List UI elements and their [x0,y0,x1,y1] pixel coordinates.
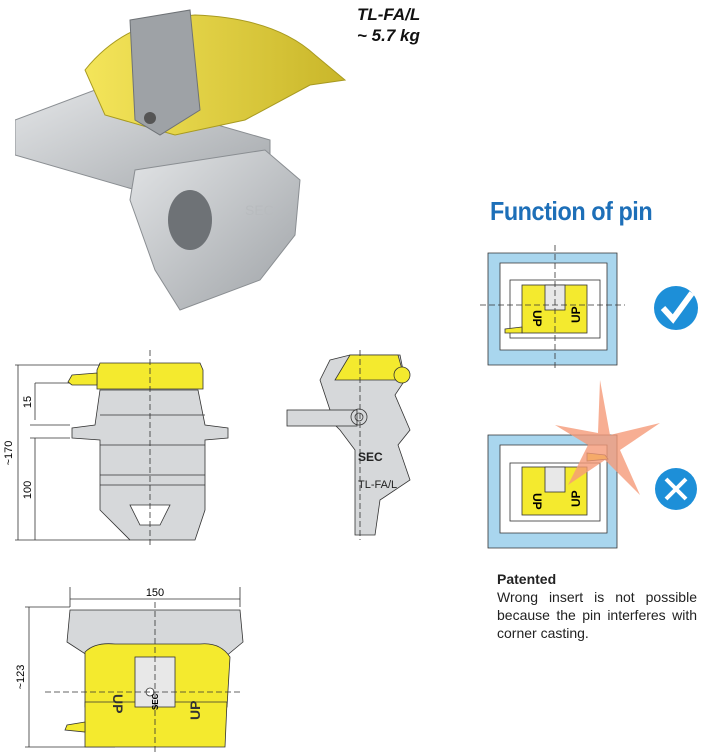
side-view-drawing: SEC TL-FA/L [286,350,411,540]
note-heading: Patented [497,571,557,587]
sec-logo-small: SEC [151,693,160,710]
sec-logo: SEC [358,450,383,464]
product-weight: ~ 5.7 kg [357,26,420,45]
correct-insert-diagram [480,245,625,370]
function-title: Function of pin [490,196,653,226]
up-label: UP [530,310,544,327]
up-label: UP [569,490,583,507]
note-text: Wrong insert is not possible because the… [497,589,697,641]
dim-bottom: 100 [22,481,34,499]
up-label-left: UP [110,694,126,713]
product-title: TL-FA/L ~ 5.7 kg [357,4,420,46]
dim-height: ~123 [15,665,27,690]
product-photo: SEC [15,9,347,311]
up-label-right: UP [187,701,203,720]
dim-top: 15 [22,396,34,408]
model-name: TL-FA/L [357,5,421,24]
pin-function-diagrams: UP UP UP UP [480,245,698,549]
checkmark-circle-icon [654,286,698,330]
collision-star-icon [555,380,660,495]
front-view-drawing: ~170 15 100 [3,350,229,545]
up-label: UP [530,493,544,510]
side-model-label: TL-FA/L [358,479,397,491]
dim-total-height: ~170 [3,441,15,466]
cross-circle-icon [655,468,697,510]
up-label: UP [569,306,583,323]
wrong-insert-diagram [487,434,618,549]
cast-logo: SEC [245,202,274,218]
dim-width: 150 [146,587,164,599]
bottom-view-drawing: 150 ~123 UP UP SEC [15,587,244,752]
patent-note: Patented Wrong insert is not possible be… [497,570,697,642]
